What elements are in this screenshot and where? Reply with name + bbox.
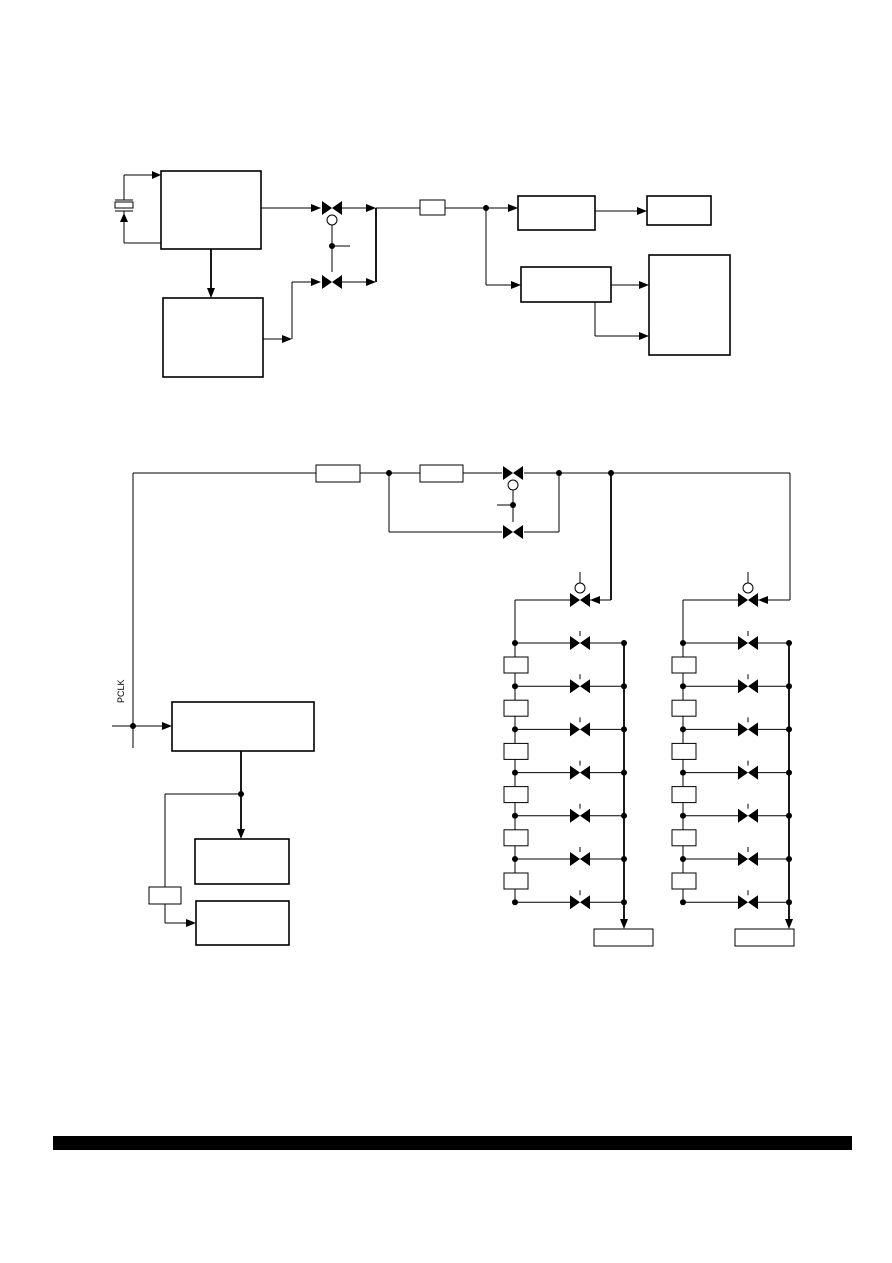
right-divider-stage (671, 829, 697, 847)
right-divider-stage (671, 656, 697, 674)
right-stage-gate-icon (738, 808, 758, 823)
peripherals-block (648, 254, 731, 356)
right-divider-stage (671, 872, 697, 890)
right-enable-gate-icon (738, 593, 758, 607)
clock-select-gate-icon (322, 201, 342, 215)
right-stage-gate-icon (738, 636, 758, 650)
peripheral-clock-block (520, 266, 612, 303)
prescaler-gate-icon (503, 466, 523, 480)
oscillator-block (160, 170, 262, 250)
prescaler-block-2 (419, 464, 464, 483)
left-divider-stage (503, 829, 529, 847)
bottom-clock-diagram: PCLK (112, 464, 795, 947)
prescaler-block-1 (315, 464, 361, 483)
left-enable-gate-icon (570, 593, 590, 607)
right-output-block (734, 928, 795, 947)
right-stage-gate-icon (738, 679, 758, 694)
left-stage-gate-icon (570, 808, 590, 823)
timer-counter-block (194, 838, 290, 885)
cpu-block (646, 195, 712, 226)
pclk-label: PCLK (116, 679, 126, 703)
right-stage-gate-icon (738, 895, 758, 910)
left-stage-gate-icon (570, 636, 590, 650)
left-stage-gate-icon (570, 765, 590, 780)
divider-chains (503, 572, 795, 947)
left-divider-stage (503, 699, 529, 717)
right-stage-gate-icon (738, 852, 758, 866)
footer-bar (53, 1136, 852, 1150)
right-stage-gate-icon (738, 722, 758, 737)
left-divider-stage (503, 742, 529, 760)
left-stage-gate-icon (570, 895, 590, 910)
left-stage-gate-icon (570, 679, 590, 694)
left-stage-gate-icon (570, 722, 590, 737)
top-clock-diagram (114, 170, 731, 378)
pll-block (162, 297, 264, 378)
timer-divider-block (148, 886, 182, 905)
left-divider-stage (503, 872, 529, 890)
right-divider-stage (671, 786, 697, 804)
timer-control-block (171, 701, 315, 752)
left-divider-stage (503, 786, 529, 804)
left-stage-gate-icon (570, 852, 590, 866)
pll-select-gate-icon (322, 275, 342, 289)
left-output-block (593, 928, 654, 947)
crystal-icon (114, 171, 161, 244)
right-divider-stage (671, 742, 697, 760)
bypass-gate-icon (503, 525, 523, 539)
divider-block (419, 199, 446, 216)
left-divider-stage (503, 656, 529, 674)
right-stage-gate-icon (738, 765, 758, 780)
core-clock-block (517, 195, 596, 231)
right-divider-stage (671, 699, 697, 717)
timer-output-block (195, 900, 290, 946)
